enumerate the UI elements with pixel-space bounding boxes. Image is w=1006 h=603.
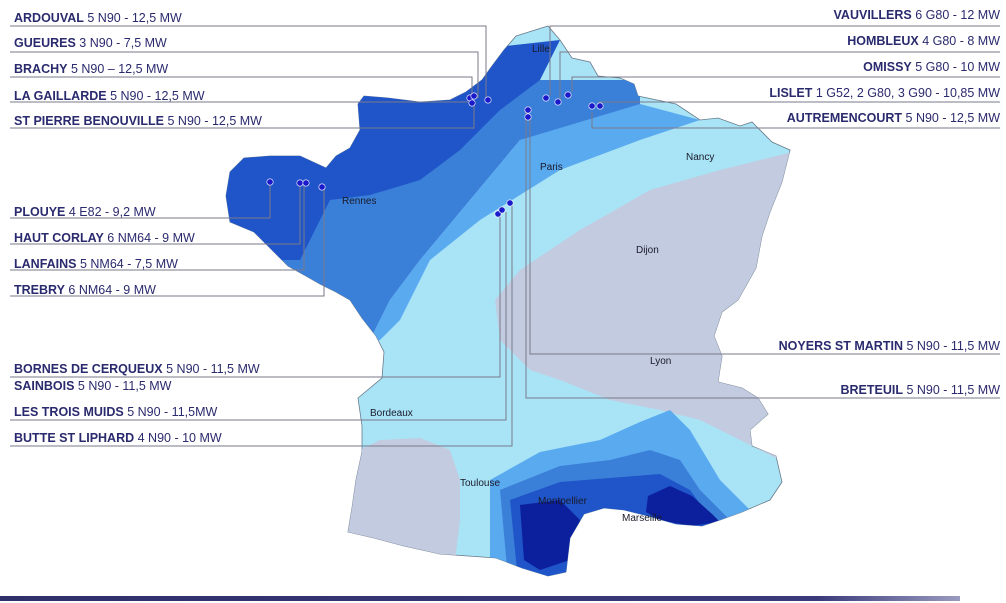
site-label-les-trois-muids: LES TROIS MUIDS 5 N90 - 11,5MW	[14, 405, 218, 419]
site-label-haut-corlay: HAUT CORLAY 6 NM64 - 9 MW	[14, 231, 195, 245]
site-label-trebry: TREBRY 6 NM64 - 9 MW	[14, 283, 156, 297]
site-label-vauvillers: VAUVILLERS 6 G80 - 12 MW	[833, 8, 1000, 22]
site-dot-omissy	[564, 91, 572, 99]
site-dot-vauvillers	[542, 94, 550, 102]
leader-st-pierre	[10, 106, 475, 129]
zone-1-east	[495, 150, 790, 470]
leader-ardouval	[10, 25, 487, 102]
leader-plouye	[10, 184, 271, 219]
site-dot-haut-corlay	[296, 179, 304, 187]
site-label-lanfains: LANFAINS 5 NM64 - 7,5 MW	[14, 257, 178, 271]
leader-les-trois-muids	[10, 212, 507, 421]
site-label-omissy: OMISSY 5 G80 - 10 MW	[863, 60, 1000, 74]
site-label-st-pierre-benouville: ST PIERRE BENOUVILLE 5 N90 - 12,5 MW	[14, 114, 262, 128]
leader-vauvillers	[549, 25, 1000, 96]
site-label-noyers-st-martin: NOYERS ST MARTIN 5 N90 - 11,5 MW	[778, 339, 1000, 353]
bottom-rule	[0, 596, 960, 601]
city-dijon: Dijon	[636, 245, 659, 256]
site-label-sainbois: SAINBOIS 5 N90 - 11,5 MW	[14, 379, 172, 393]
zone-1-southwest	[340, 438, 460, 560]
leader-trebry	[10, 188, 325, 297]
site-label-autremencourt: AUTREMENCOURT 5 N90 - 12,5 MW	[786, 111, 1000, 125]
city-lyon: Lyon	[650, 356, 671, 367]
site-dot-st-pierre	[468, 99, 476, 107]
site-label-butte-st-liphard: BUTTE ST LIPHARD 4 N90 - 10 MW	[14, 431, 222, 445]
site-dot-plouye	[266, 178, 274, 186]
leader-haut-corlay	[10, 186, 301, 245]
site-label-ardouval: ARDOUVAL 5 N90 - 12,5 MW	[14, 11, 182, 25]
leader-omissy	[571, 76, 1000, 92]
site-dot-noyers	[524, 113, 532, 121]
city-toulouse: Toulouse	[460, 478, 500, 489]
city-montpellier: Montpellier	[538, 496, 588, 507]
leader-breteuil	[525, 112, 1000, 399]
site-dot-brachy	[470, 92, 478, 100]
site-dot-autremencourt	[588, 102, 596, 110]
leader-hombleux	[559, 51, 1000, 100]
leader-autremencourt	[591, 112, 1000, 129]
site-dot-breteuil	[524, 106, 532, 114]
site-label-hombleux: HOMBLEUX 4 G80 - 8 MW	[847, 34, 1000, 48]
leader-noyers	[529, 118, 1000, 355]
city-nancy: Nancy	[686, 152, 714, 163]
zone-6-provence	[646, 486, 720, 526]
site-label-gueures: GUEURES 3 N90 - 7,5 MW	[14, 36, 167, 50]
city-bordeaux: Bordeaux	[370, 408, 413, 419]
city-rennes: Rennes	[342, 196, 376, 207]
site-dot-lislet	[596, 102, 604, 110]
zone-6-languedoc	[520, 500, 580, 570]
leader-butte	[10, 204, 513, 447]
site-label-bornes-de-cerqueux: BORNES DE CERQUEUX 5 N90 - 11,5 MW	[14, 362, 260, 376]
leader-brachy	[10, 76, 473, 96]
site-dot-ardouval	[484, 96, 492, 104]
city-paris: Paris	[540, 162, 563, 173]
site-dot-sainbois	[498, 206, 506, 214]
site-dot-butte	[506, 199, 514, 207]
site-label-plouye: PLOUYE 4 E82 - 9,2 MW	[14, 205, 156, 219]
site-label-brachy: BRACHY 5 N90 – 12,5 MW	[14, 62, 169, 76]
site-label-la-gaillarde: LA GAILLARDE 5 N90 - 12,5 MW	[14, 89, 205, 103]
site-dot-trebry	[318, 183, 326, 191]
site-dot-lanfains	[302, 179, 310, 187]
site-dot-hombleux	[554, 98, 562, 106]
city-lille: Lille	[532, 44, 550, 55]
leader-gueures	[10, 51, 479, 98]
leader-bornes	[10, 214, 501, 378]
leader-lanfains	[10, 186, 305, 271]
city-marseille: Marseille	[622, 513, 662, 524]
site-label-lislet: LISLET 1 G52, 2 G80, 3 G90 - 10,85 MW	[769, 86, 1000, 100]
site-label-breteuil: BRETEUIL 5 N90 - 11,5 MW	[840, 383, 1000, 397]
